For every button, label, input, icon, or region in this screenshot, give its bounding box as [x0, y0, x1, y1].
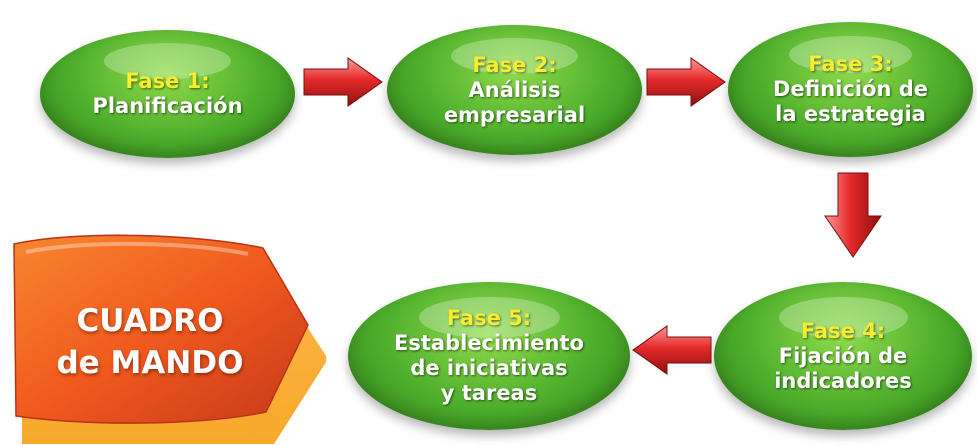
arrow-down-icon: [824, 172, 882, 258]
phase-4-label: Fijación de indicadores: [774, 343, 912, 393]
phase-1-title: Fase 1:: [125, 69, 210, 93]
phase-5-label: Establecimiento de iniciativas y tareas: [394, 331, 584, 405]
phase-3-title: Fase 3:: [808, 52, 893, 76]
phase-2-node: Fase 2: Análisis empresarial: [387, 25, 642, 155]
arrow-left-icon: [632, 325, 712, 375]
phase-4-title: Fase 4:: [800, 318, 886, 343]
result-tag-shape: [13, 234, 326, 444]
phase-5-node: Fase 5: Establecimiento de iniciativas y…: [348, 282, 630, 430]
phase-1-node: Fase 1: Planificación: [40, 30, 295, 158]
phase-2-label: Análisis empresarial: [443, 77, 586, 127]
phase-3-label: Definición de la estrategia: [773, 77, 928, 126]
phase-2-title: Fase 2:: [472, 52, 557, 77]
phase-3-node: Fase 3: Definición de la estrategia: [728, 22, 973, 157]
phase-5-title: Fase 5:: [446, 306, 532, 330]
arrow-right-icon: [303, 57, 383, 107]
arrow-right-icon: [646, 57, 726, 107]
phase-4-node: Fase 4: Fijación de indicadores: [714, 282, 972, 430]
phase-1-label: Planificación: [92, 94, 243, 118]
result-label: CUADRO de MANDO: [56, 303, 244, 381]
